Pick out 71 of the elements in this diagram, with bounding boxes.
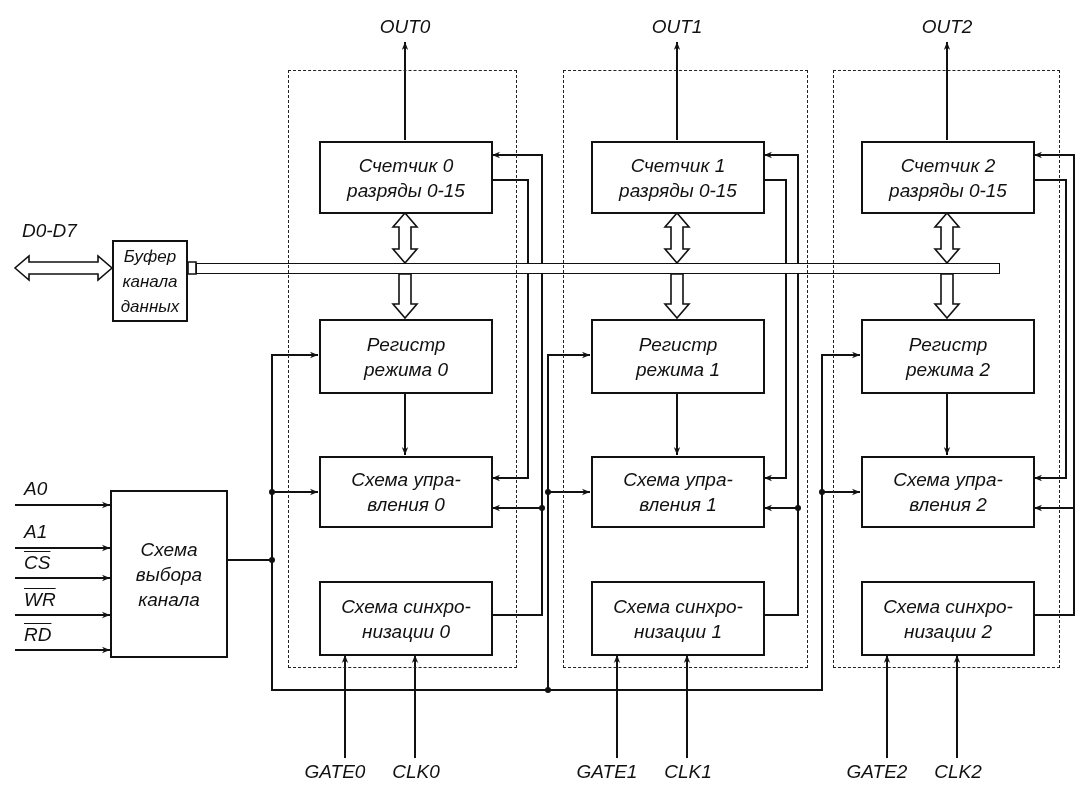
block-box xyxy=(591,319,765,394)
block-label: Схема упра- вления 1 xyxy=(622,468,734,517)
block-box xyxy=(861,141,1035,214)
signal-name: A0 xyxy=(24,478,48,500)
block-label: Схема синхро- низации 2 xyxy=(882,594,1014,644)
block-label: Регистр режима 2 xyxy=(904,332,991,382)
arrow xyxy=(673,392,681,456)
channel-group xyxy=(833,70,1060,668)
signal-name: CLK2 xyxy=(934,761,982,783)
signal-name: GATE1 xyxy=(576,761,638,783)
bus-arrow xyxy=(663,211,691,265)
arrow xyxy=(943,392,951,456)
block-box xyxy=(319,141,493,214)
block-box xyxy=(861,319,1035,394)
arrow xyxy=(14,501,111,509)
arrow xyxy=(14,611,111,619)
signal-name: A1 xyxy=(24,521,48,543)
signal-name: OUT2 xyxy=(921,16,973,38)
arrow xyxy=(14,646,111,654)
arrow xyxy=(401,392,409,456)
arrow xyxy=(341,654,349,759)
bus-arrow xyxy=(933,273,961,320)
block-label: Счетчик 1 разряды 0-15 xyxy=(617,153,738,203)
block-label: Регистр режима 0 xyxy=(362,332,449,382)
block-box xyxy=(112,240,188,322)
arrow xyxy=(411,654,419,759)
signal-name: CLK1 xyxy=(664,761,712,783)
block-box xyxy=(861,581,1035,656)
block-label: Схема синхро- низации 0 xyxy=(340,594,472,644)
bus-arrow xyxy=(663,273,691,320)
arrow xyxy=(683,654,691,759)
block-box xyxy=(591,141,765,214)
arrow xyxy=(14,574,111,582)
signal-name: WR xyxy=(24,589,56,611)
channel-group xyxy=(563,70,808,668)
block-label: Схема выбора канала xyxy=(134,537,204,612)
block-box xyxy=(110,490,228,658)
bus-arrow xyxy=(391,273,419,320)
block-box xyxy=(319,319,493,394)
bus-arrow xyxy=(391,211,419,265)
block-label: Схема упра- вления 2 xyxy=(892,468,1004,517)
block-label: Схема упра- вления 0 xyxy=(350,468,462,517)
block-box xyxy=(861,456,1035,528)
arrow xyxy=(401,41,409,141)
block-box xyxy=(591,456,765,528)
block-label: Счетчик 2 разряды 0-15 xyxy=(887,153,1008,203)
block-label: Счетчик 0 разряды 0-15 xyxy=(345,153,466,203)
signal-name: OUT0 xyxy=(379,16,431,38)
arrow xyxy=(883,654,891,759)
data-bus xyxy=(196,263,1000,274)
block-box xyxy=(319,581,493,656)
block-label: Буфер канала данных xyxy=(119,245,181,318)
block-label: Схема синхро- низации 1 xyxy=(612,594,744,644)
arrow xyxy=(14,544,111,552)
signal-name: OUT1 xyxy=(651,16,703,38)
signal-name: RD xyxy=(24,624,52,646)
block-box xyxy=(319,456,493,528)
signal-name: D0-D7 xyxy=(22,220,77,242)
signal-name: CS xyxy=(24,552,51,574)
bus-arrow xyxy=(13,254,114,282)
block-box xyxy=(591,581,765,656)
signal-name: GATE0 xyxy=(304,761,366,783)
channel-group xyxy=(288,70,517,668)
bus-arrow xyxy=(933,211,961,265)
block-label: Регистр режима 1 xyxy=(634,332,721,382)
bus-arrow xyxy=(187,261,197,275)
arrow xyxy=(953,654,961,759)
signal-name: GATE2 xyxy=(846,761,908,783)
signal-name: CLK0 xyxy=(392,761,440,783)
arrow xyxy=(943,41,951,141)
arrow xyxy=(673,41,681,141)
